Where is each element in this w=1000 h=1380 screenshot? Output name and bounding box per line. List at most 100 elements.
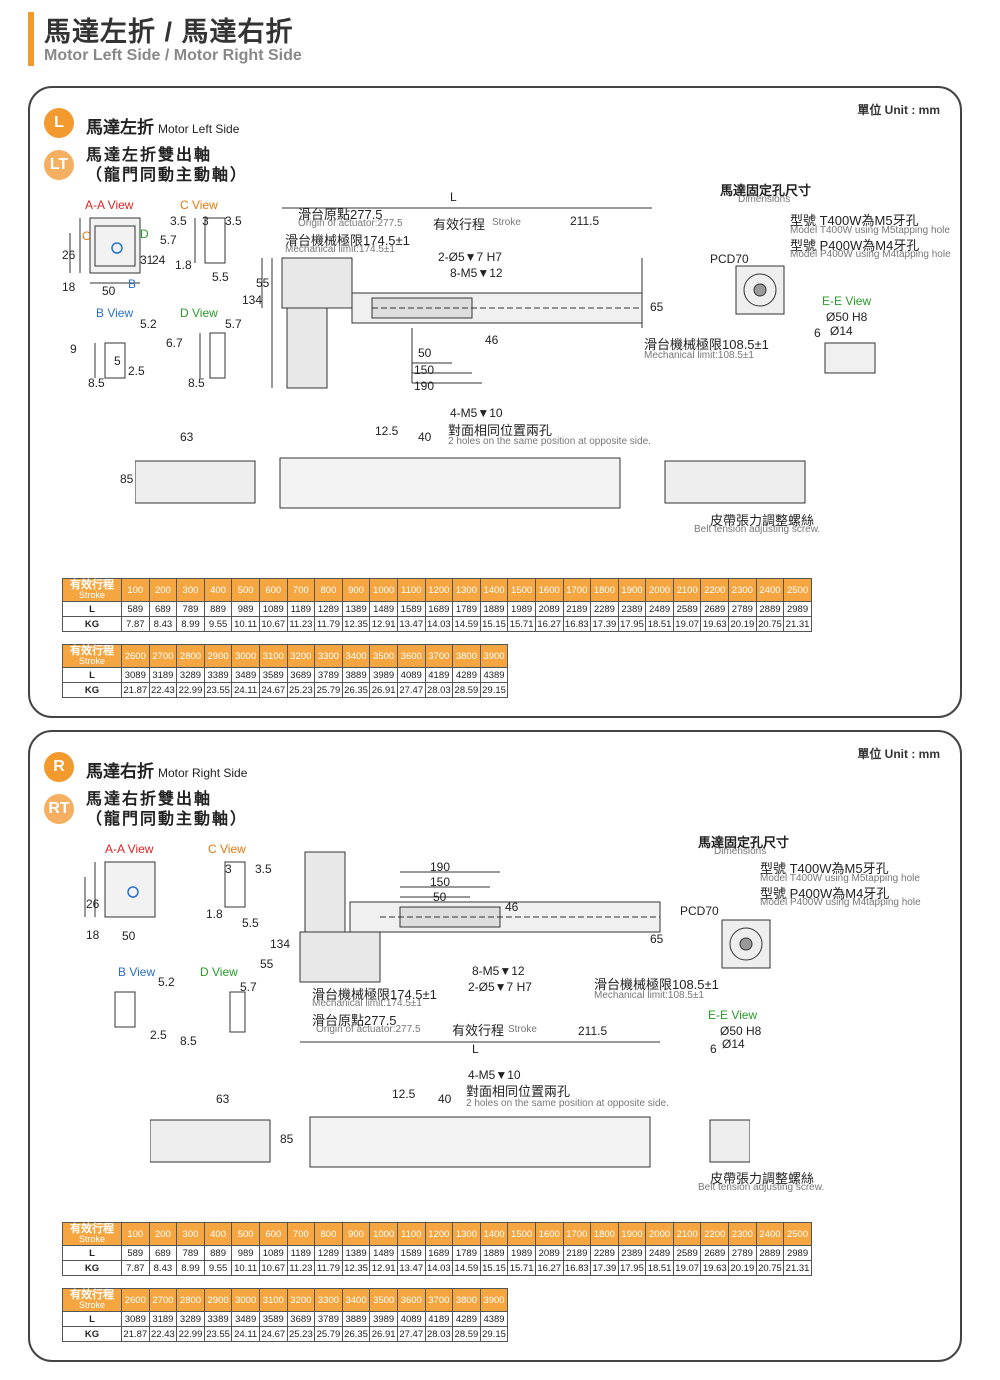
table-cell: 1989 [507, 1245, 536, 1261]
dim-150: 150 [430, 875, 451, 889]
same-note-en: 2 holes on the same position at opposite… [448, 436, 651, 447]
table-cell: 700 [286, 1222, 316, 1246]
table-cell: 28.59 [452, 1326, 481, 1342]
table-cell: 28.03 [424, 1326, 454, 1342]
sub-title-line2: （龍門同動主動軸） [86, 167, 249, 184]
dim-40: 40 [438, 1092, 452, 1106]
table-cell: 1189 [286, 601, 316, 617]
table-cell: 589 [121, 601, 150, 617]
table-cell: 789 [176, 1245, 205, 1261]
hole-note-2: 8-M5▼12 [472, 964, 525, 978]
table-cell: KG [62, 616, 122, 632]
p400-note-zh: 型號 P400W為M4牙孔 [760, 886, 890, 901]
table-cell: 3489 [231, 1311, 260, 1327]
table-cell: 789 [176, 601, 205, 617]
fix-note-en: Dimensions [738, 194, 791, 205]
d-view-label: D View [180, 306, 218, 320]
table-cell: 1900 [617, 578, 647, 602]
table-cell: 12.35 [341, 616, 371, 632]
table-cell: 19.07 [672, 616, 702, 632]
table-cell: 2889 [755, 1245, 785, 1261]
origin-note-zh: 滑台原點277.5 [312, 1013, 397, 1028]
table-cell: 15.71 [507, 1260, 536, 1276]
table-cell: 1289 [314, 1245, 343, 1261]
table-cell: L [62, 1311, 122, 1327]
dim-6: 6 [814, 326, 821, 340]
table-cell: 3389 [203, 667, 233, 683]
table-cell: 2789 [728, 1245, 757, 1261]
badge-l: L [44, 108, 74, 138]
table-cell: 2400 [755, 1222, 785, 1246]
table-cell: 26.35 [341, 1326, 371, 1342]
phi50-label: Ø50 H8 [826, 310, 868, 324]
table-cell: 17.39 [590, 616, 619, 632]
table-cell: 1589 [396, 601, 426, 617]
table-cell: 29.15 [479, 682, 509, 698]
mech2-note-en: Mechanical limit:108.5±1 [594, 990, 704, 1001]
table-cell: 20.75 [755, 616, 785, 632]
table-cell: 1000 [369, 1222, 398, 1246]
table-cell: 14.59 [452, 1260, 481, 1276]
dim-31: 31 [140, 253, 154, 267]
table-cell: 3689 [286, 1311, 316, 1327]
table-cell: 12.91 [369, 1260, 398, 1276]
table-cell: 3889 [341, 667, 371, 683]
table-cell: 2100 [672, 1222, 702, 1246]
mech2-note-zh: 滑台機械極限108.5±1 [594, 977, 719, 992]
p400-note-zh: 型號 P400W為M4牙孔 [790, 238, 920, 253]
table-cell: 1600 [534, 578, 564, 602]
table-cell: 20.19 [728, 616, 757, 632]
table-cell: 28.59 [452, 682, 481, 698]
table-cell: 2600 [121, 1288, 150, 1312]
dim-12-5: 12.5 [392, 1087, 416, 1101]
table-cell: 2600 [121, 644, 150, 668]
stroke-note-en: Stroke [508, 1024, 537, 1035]
table-cell: 8.99 [176, 616, 205, 632]
table-cell: 17.39 [590, 1260, 619, 1276]
motor-flange-drawing [721, 919, 771, 969]
table-cell: 3300 [314, 1288, 343, 1312]
table-cell: 1100 [396, 1222, 426, 1246]
table-cell: 17.95 [617, 1260, 647, 1276]
table-cell: 2689 [700, 1245, 730, 1261]
section-title-zh: 馬達左折 [86, 118, 154, 137]
stroke-note-zh: 有效行程 [433, 217, 486, 232]
c-view-label: C View [180, 198, 218, 212]
table-cell: 1700 [562, 578, 592, 602]
dim-6: 6 [710, 1042, 717, 1056]
table-cell: 25.23 [286, 1326, 316, 1342]
dim-L: L [450, 190, 457, 204]
t400-note-en: Model T400W using M5tapping hole [790, 225, 950, 236]
table-cell: 2389 [617, 601, 647, 617]
main-actuator-drawing [299, 851, 661, 1043]
hole-note-1: 2-Ø5▼7 H7 [438, 250, 502, 264]
small-views-drawing [84, 861, 246, 1033]
table-cell: 8.43 [148, 616, 178, 632]
table-cell: 2700 [148, 644, 178, 668]
table-cell: 3800 [452, 1288, 481, 1312]
table-cell: 27.47 [396, 682, 426, 698]
table-cell: 10.67 [258, 1260, 288, 1276]
dim-134: 134 [270, 937, 291, 951]
dim-190: 190 [430, 860, 451, 874]
mech2-note-zh: 滑台機械極限108.5±1 [644, 337, 769, 352]
table-cell: 2289 [590, 601, 619, 617]
table-cell: 25.23 [286, 682, 316, 698]
sub-title-line1: 馬達右折雙出軸 [86, 791, 213, 808]
table-cell: 1400 [479, 578, 509, 602]
table-cell: 3700 [424, 644, 454, 668]
table-cell: 100 [121, 1222, 150, 1246]
table-cell: 1489 [369, 1245, 398, 1261]
table-cell: 16.83 [562, 1260, 592, 1276]
table-cell: 13.47 [396, 1260, 426, 1276]
table-cell: 689 [148, 1245, 178, 1261]
table-cell: 3189 [148, 1311, 178, 1327]
table-cell: 2989 [783, 601, 812, 617]
table-cell: 500 [231, 1222, 260, 1246]
table-cell: 1689 [424, 1245, 454, 1261]
